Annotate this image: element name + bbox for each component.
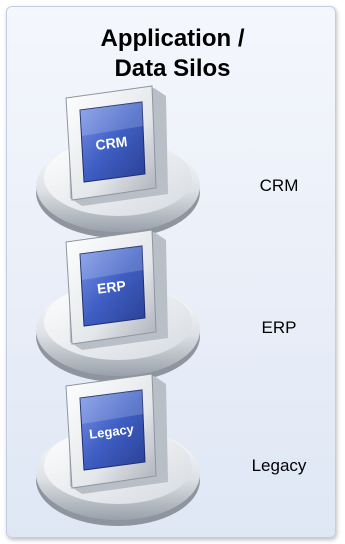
legacy-screen-text: Legacy bbox=[88, 421, 135, 441]
title-line-2: Data Silos bbox=[114, 55, 231, 82]
silo-erp: ERP bbox=[26, 226, 216, 386]
erp-screen-text: ERP bbox=[96, 277, 127, 296]
crm-screen-text: CRM bbox=[95, 133, 129, 153]
crm-monitor-icon: CRM bbox=[36, 85, 200, 238]
erp-monitor-icon: ERP bbox=[36, 229, 200, 382]
silo-label-erp: ERP bbox=[261, 318, 297, 337]
silo-label-crm: CRM bbox=[259, 176, 299, 195]
silo-legacy: Legacy bbox=[26, 370, 216, 530]
silo-label-legacy: Legacy bbox=[251, 456, 307, 475]
panel-title: Application / Data Silos bbox=[0, 24, 345, 84]
title-line-1: Application / bbox=[100, 25, 245, 52]
silo-crm: CRM bbox=[26, 82, 216, 242]
legacy-monitor-icon: Legacy bbox=[36, 373, 200, 526]
